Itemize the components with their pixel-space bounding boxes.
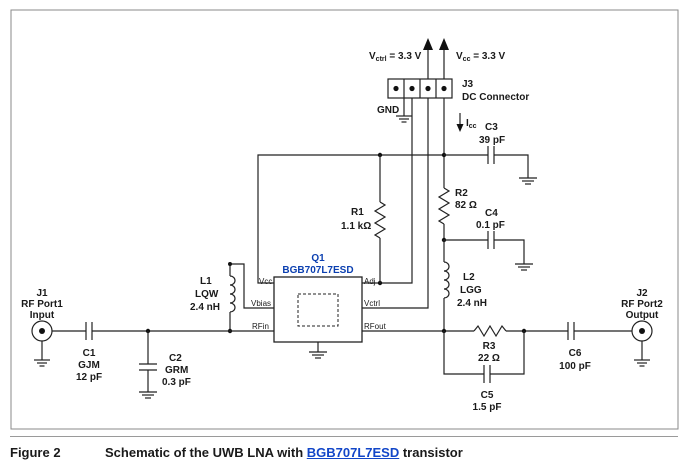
rf-input-line: [52, 322, 274, 340]
icc-label: Icc: [466, 118, 477, 130]
c3-value: 39 pF: [479, 135, 505, 146]
gnd-label: GND: [377, 105, 399, 116]
resistor-r1: [373, 155, 387, 283]
pin-vbias: Vbias: [251, 299, 271, 308]
capacitor-c2: [139, 331, 157, 399]
r3-ref: R3: [483, 341, 496, 352]
pin-rfin: RFin: [252, 322, 269, 331]
r2-value: 82 Ω: [455, 200, 477, 211]
j3-gnd-symbol: [396, 98, 412, 123]
q1-ref: Q1: [311, 253, 325, 264]
vctrl-wire: [362, 98, 429, 309]
inductor-l2: [443, 240, 450, 331]
caption-text: Schematic of the UWB LNA with: [105, 445, 307, 460]
transistor-q1: [273, 276, 363, 359]
pin-vctrl: Vctrl: [364, 299, 380, 308]
vcc-label: Vcc = 3.3 V: [456, 51, 506, 63]
caption-divider: [10, 436, 678, 437]
j3-name: DC Connector: [462, 92, 529, 103]
q1-part: BGB707L7ESD: [282, 265, 353, 276]
caption-suffix: transistor: [399, 445, 463, 460]
capacitor-c6: [567, 322, 632, 340]
pin-rfout: RFout: [364, 322, 387, 331]
r2-ref: R2: [455, 188, 468, 199]
c1-value: 12 pF: [76, 372, 102, 383]
c4-ref: C4: [485, 208, 498, 219]
r3-value: 22 Ω: [478, 353, 500, 364]
adj-wire: [362, 98, 413, 286]
l1-value: 2.4 nH: [190, 302, 220, 313]
r1-ref: R1: [351, 207, 364, 218]
l2-name: LGG: [460, 285, 482, 296]
j1-direction: Input: [30, 310, 55, 321]
capacitor-c4: [441, 231, 533, 271]
schematic-frame: [10, 9, 679, 430]
j2-direction: Output: [626, 310, 659, 321]
j2-name: RF Port2: [621, 299, 663, 310]
l2-value: 2.4 nH: [457, 298, 487, 309]
pin-adj: Adj: [364, 277, 376, 286]
j2-ref: J2: [636, 288, 648, 299]
c5-value: 1.5 pF: [473, 402, 502, 413]
l1-ref: L1: [200, 276, 212, 287]
l2-ref: L2: [463, 272, 475, 283]
c2-name: GRM: [165, 365, 188, 376]
capacitor-c3: [444, 146, 537, 185]
c6-value: 100 pF: [559, 361, 591, 372]
figure-caption: Figure 2 Schematic of the UWB LNA with BG…: [10, 445, 463, 460]
c5-ref: C5: [481, 390, 494, 401]
c2-ref: C2: [169, 353, 182, 364]
pin-vcc: Vcc: [259, 277, 272, 286]
l1-name: LQW: [195, 289, 219, 300]
dc-connector-j3: [387, 78, 453, 99]
vcc-rail: [257, 98, 447, 284]
c4-value: 0.1 pF: [476, 220, 505, 231]
r1-value: 1.1 kΩ: [341, 221, 371, 232]
supply-arrows: [423, 38, 449, 79]
c1-name: GJM: [78, 360, 100, 371]
rf-output-network: [362, 324, 568, 383]
icc-arrow: [456, 113, 464, 132]
c2-value: 0.3 pF: [162, 377, 191, 388]
rf-connector-j1: [31, 320, 53, 367]
j3-ref: J3: [462, 79, 474, 90]
resistor-r2: [437, 187, 451, 240]
j1-name: RF Port1: [21, 299, 63, 310]
caption-part-link[interactable]: BGB707L7ESD: [306, 445, 400, 460]
c6-ref: C6: [569, 348, 582, 359]
vctrl-label: Vctrl = 3.3 V: [369, 51, 422, 63]
figure-number: Figure 2: [10, 445, 61, 460]
c1-ref: C1: [83, 348, 96, 359]
rf-connector-j2: [631, 320, 653, 367]
c3-ref: C3: [485, 122, 498, 133]
j1-ref: J1: [36, 288, 48, 299]
inductor-l1: [227, 262, 274, 334]
